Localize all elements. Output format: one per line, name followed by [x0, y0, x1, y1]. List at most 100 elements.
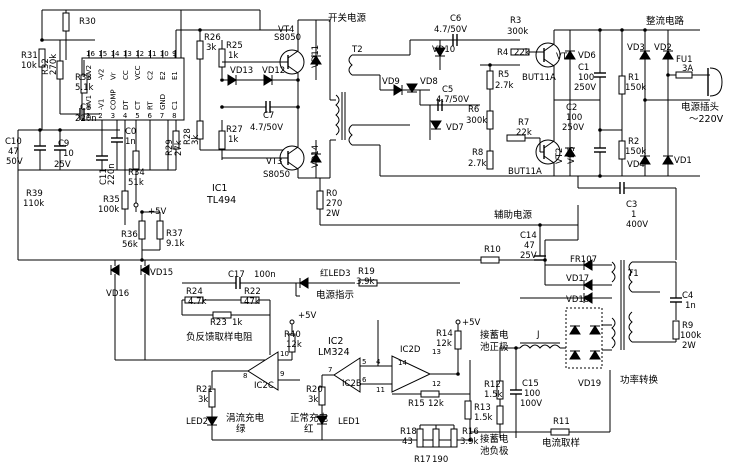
lbl-r18-val: 43	[402, 437, 413, 447]
lbl-power-indicator: 电源指示	[316, 289, 354, 301]
ic1-pin-bottom-5: 5	[135, 112, 139, 120]
lbl-vd17: VD17	[566, 274, 589, 284]
lbl-c8-val: 220n	[75, 114, 97, 124]
lbl-vd6: VD6	[578, 51, 596, 61]
lbl-r33: R33	[75, 73, 92, 83]
lbl-plus5v-2: +5V	[298, 311, 317, 321]
lbl-r29: R29	[165, 139, 175, 156]
lbl-r9-val: 100k	[680, 331, 701, 341]
feedback-region	[110, 188, 300, 361]
lbl-r16: R16	[462, 427, 479, 437]
lbl-c10-val: 47	[8, 147, 19, 157]
lbl-t1: T1	[627, 269, 639, 279]
lbl-r37: R37	[166, 229, 183, 239]
ic1-pin-name-bottom-7: GND	[159, 94, 167, 110]
lbl-r35: R35	[103, 195, 120, 205]
ic1-pin-bottom-4: 4	[123, 112, 128, 120]
lbl-r22: R22	[244, 287, 261, 297]
lbl-r14-val: 12k	[436, 339, 452, 349]
lbl-r8: R8	[472, 148, 483, 158]
lbl-r2: R2	[628, 137, 639, 147]
ic1-body	[81, 57, 185, 121]
lbl-r25-val: 1k	[228, 51, 238, 61]
ic1-pin-bottom-3: 3	[111, 112, 115, 120]
lbl-r14: R14	[436, 329, 453, 339]
lbl-r15: R15	[408, 399, 425, 409]
lbl-c15-val: 100	[524, 389, 540, 399]
lbl-power-convert: 功率转换	[620, 374, 659, 386]
lbl-vd4: VD4	[627, 160, 645, 170]
lbl-vd10: VD10	[432, 45, 455, 55]
lbl-r31-val: 10k	[21, 61, 37, 71]
lbl-r27-val: 1k	[228, 135, 238, 145]
lbl-c7-val: 4.7/50V	[250, 123, 283, 133]
lbl-pin10: 10	[280, 350, 289, 358]
lbl-pin7: 7	[328, 366, 332, 374]
lbl-c0-val: 1n	[125, 137, 136, 147]
ic1-pin-top-10: 10	[160, 50, 169, 58]
lbl-r13: R13	[474, 403, 491, 413]
lbl-r39: R39	[26, 189, 43, 199]
lbl-vt3-val: S8050	[263, 170, 290, 180]
lbl-j: J	[536, 330, 540, 340]
ic1-pin-name-top-15: -V2	[97, 69, 105, 80]
lbl-c14-v: 25V	[520, 251, 537, 261]
ic1-pin-top-12: 12	[135, 50, 144, 58]
lbl-r34-val: 51k	[128, 178, 144, 188]
lbl-ic2c: IC2C	[254, 381, 274, 391]
lbl-led3: 红LED3	[320, 268, 351, 279]
lbl-ic1: IC1	[212, 183, 227, 194]
lbl-vd18: VD18	[566, 295, 589, 305]
lbl-trickle-color: 绿	[236, 423, 246, 435]
lbl-r26-val: 3k	[206, 43, 216, 53]
ic2b-opamp	[333, 357, 361, 393]
lbl-c4-val: 1n	[685, 301, 696, 311]
lbl-vt2: VT2	[555, 148, 565, 164]
lbl-neg-feedback: 负反馈取样电阻	[186, 331, 253, 343]
ic1-pin-bottom-6: 6	[148, 112, 153, 120]
lbl-batt-pos: 接蓄电	[480, 329, 509, 341]
lbl-led1: LED1	[338, 417, 360, 427]
lbl-r4: R4	[497, 48, 508, 58]
lbl-vt4-val: S8050	[274, 33, 301, 43]
lbl-c5-val: 4.7/50V	[436, 95, 469, 105]
lbl-c15-v: 100V	[520, 399, 542, 409]
lbl-vd14: VD14	[311, 145, 321, 168]
ic1-pin-name-bottom-3: COMP	[110, 89, 118, 110]
lbl-r5: R5	[498, 70, 509, 80]
lbl-r6: R6	[468, 105, 479, 115]
lbl-mains: ～220V	[689, 114, 724, 125]
lbl-batt-neg-2: 池负极	[480, 445, 509, 457]
lbl-vd5: VD5	[567, 146, 577, 164]
lbl-vd1: VD1	[674, 156, 692, 166]
lbl-c17-val: 100n	[254, 270, 276, 280]
lbl-r8-val: 2.7k	[468, 159, 487, 169]
lbl-vd3: VD3	[627, 43, 645, 53]
lbl-pin13: 13	[432, 348, 441, 356]
lbl-r34: R34	[128, 168, 145, 178]
lbl-pin6: 6	[362, 376, 367, 384]
lbl-vt4: VT4	[278, 25, 294, 35]
lbl-fu1-val: 3A	[682, 64, 693, 74]
lbl-r28-val: 3k	[191, 135, 201, 145]
lbl-c1-val: 100	[578, 73, 594, 83]
lbl-r15-val: 12k	[428, 399, 444, 409]
lbl-r22-val: 47k	[244, 297, 260, 307]
lbl-c5: C5	[442, 85, 453, 95]
ic1-pin-name-top-9: E1	[171, 71, 179, 80]
lbl-rectifier: 整流电路	[646, 15, 685, 27]
lbl-r21-val: 3k	[198, 395, 208, 405]
ic1-pin-bottom-2: 2	[98, 112, 102, 120]
lbl-r27: R27	[226, 125, 243, 135]
lbl-ic2: IC2	[328, 336, 343, 347]
lbl-c2-v: 250V	[562, 123, 584, 133]
ic1-pin-name-top-12: VCC	[134, 65, 142, 80]
lbl-ic1-val: TL494	[206, 195, 236, 206]
lbl-led2: LED2	[186, 417, 208, 427]
ic1-region	[17, 9, 260, 260]
lbl-r23-val: 1k	[232, 318, 242, 328]
lbl-r0-val: 270	[326, 199, 342, 209]
c3-region	[320, 176, 677, 260]
lbl-r1-val: 150k	[625, 83, 646, 93]
lbl-pin14: 14	[398, 359, 407, 367]
